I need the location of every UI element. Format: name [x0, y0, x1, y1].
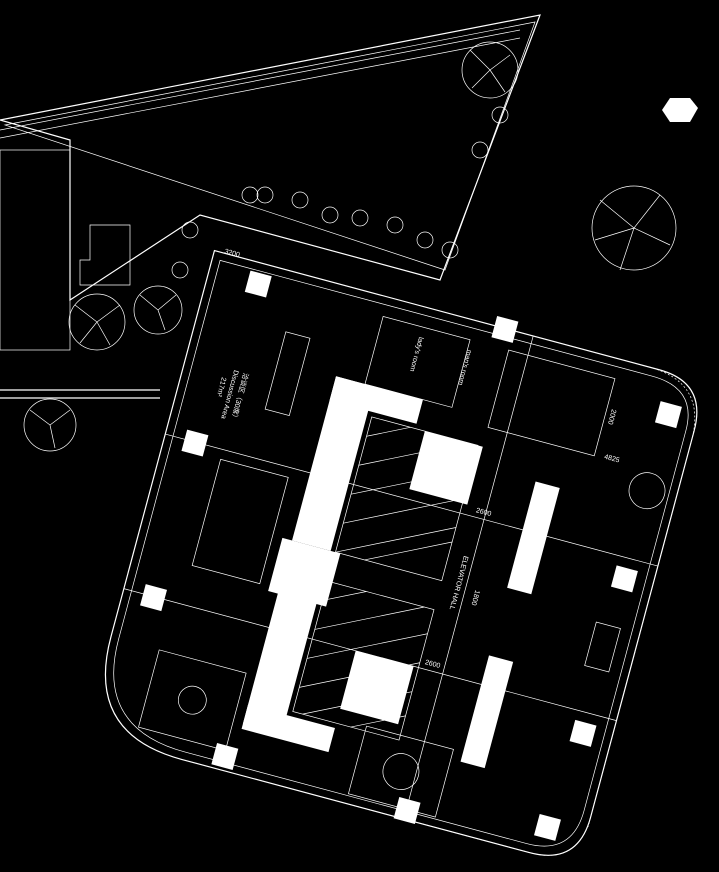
tree-icon	[133, 285, 183, 335]
discussion-area-size: 217m²	[215, 376, 227, 398]
dimension: 2000	[606, 408, 617, 425]
tree-icon	[461, 41, 519, 99]
columns	[140, 270, 682, 841]
dimension: 1800	[470, 589, 481, 606]
octagon-marker	[662, 98, 698, 122]
tree-icon	[23, 398, 77, 452]
dimension: 2600	[475, 507, 492, 518]
building: 洽谈区（30席） Discussion Area 217m² lady's ro…	[104, 248, 698, 856]
man-room-label: man's room	[456, 349, 472, 386]
tree-icon	[591, 185, 677, 271]
tree-icon	[68, 293, 126, 351]
elevator-hall-label: ELEVATOR HALL	[448, 555, 469, 611]
dimension: 4825	[603, 454, 620, 465]
lady-room-label: lady's room	[408, 336, 424, 372]
dimension: 3200	[224, 248, 241, 259]
dimension: 2600	[424, 659, 441, 670]
trees	[23, 41, 677, 452]
garden-wedge	[0, 14, 541, 399]
